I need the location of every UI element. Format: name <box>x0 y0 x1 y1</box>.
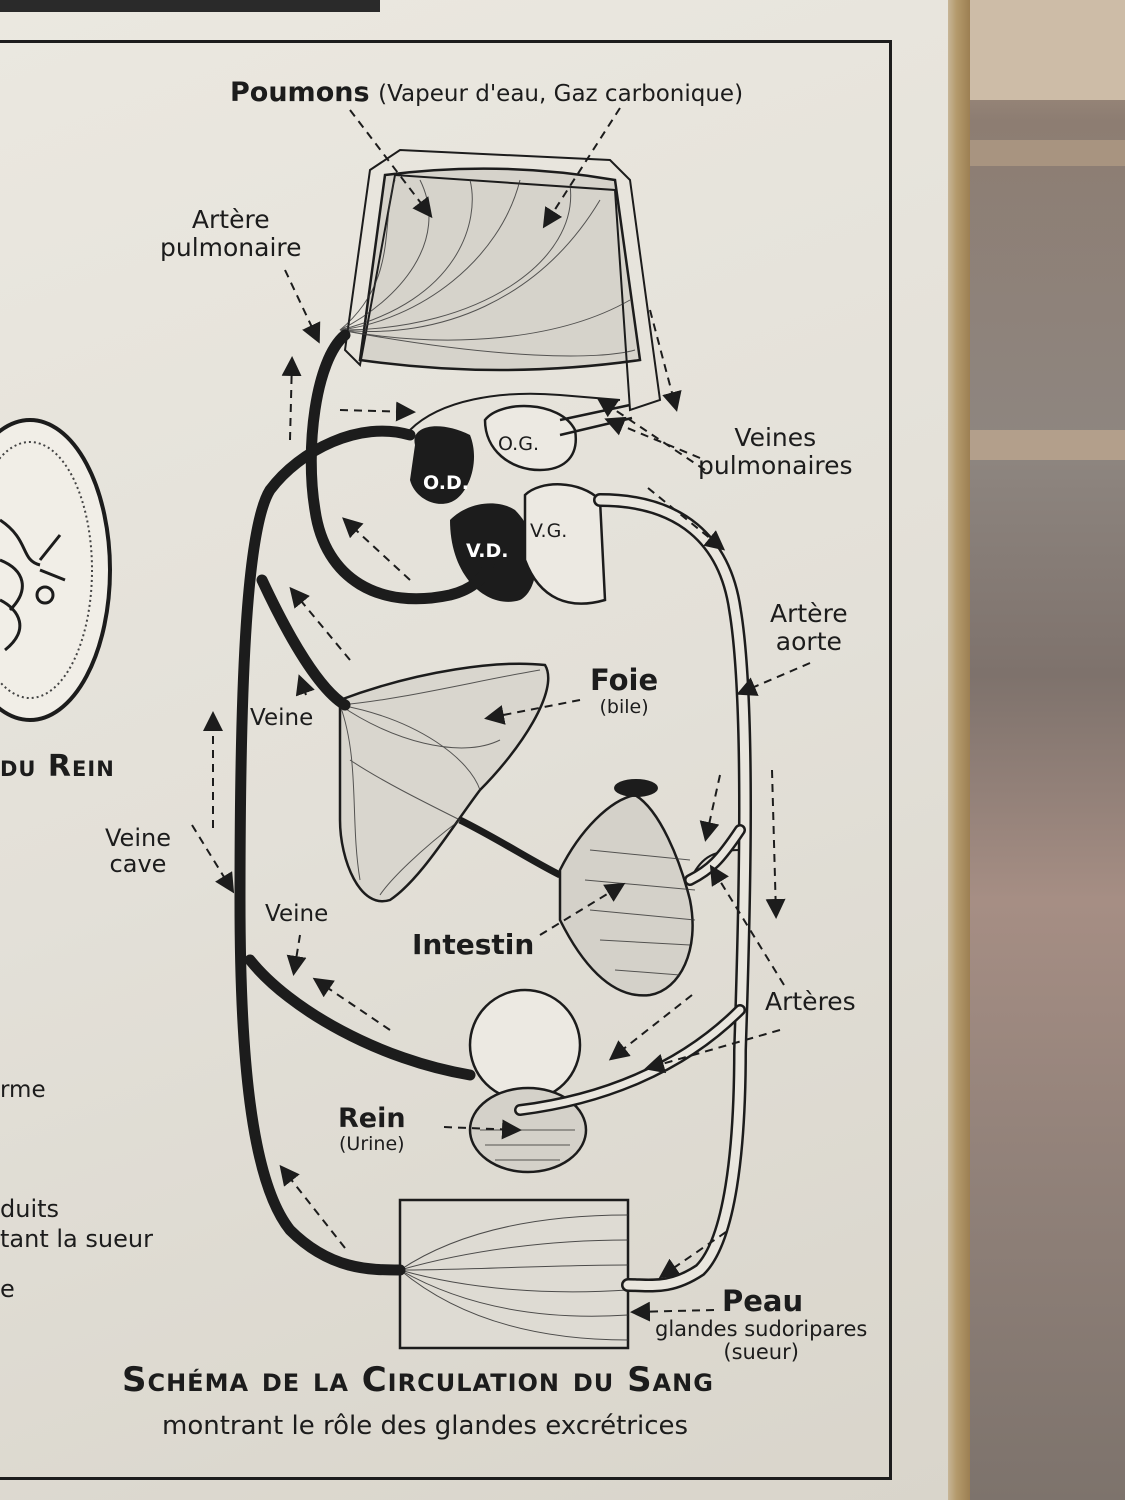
left-text-fragment-4: e <box>0 1275 15 1303</box>
intestine-illustration <box>558 779 741 997</box>
left-text-fragment-3: tant la sueur <box>0 1225 153 1253</box>
poster-frame <box>0 40 892 1480</box>
left-ventricle-label: V.G. <box>530 520 568 542</box>
liver-detail: (bile) <box>599 695 649 718</box>
wall-trim-top <box>965 0 1125 100</box>
vein-upper-label: Veine <box>250 705 314 731</box>
vein-lower-label: Veine <box>265 901 329 927</box>
skin-detail-line2: (sueur) <box>723 1340 799 1365</box>
left-atrium-label: O.G. <box>498 433 539 455</box>
aorta-label-line1: Artère <box>770 599 848 628</box>
aorta-label: Artère aorte <box>770 600 848 655</box>
lungs-detail: (Vapeur d'eau, Gaz carbonique) <box>378 81 744 107</box>
poster: Poumons (Vapeur d'eau, Gaz carbonique) A… <box>0 0 948 1500</box>
skin-illustration <box>398 1198 630 1350</box>
pulmonary-artery-label: Artère pulmonaire <box>160 206 302 261</box>
pulmonary-artery-label-line2: pulmonaire <box>160 232 302 262</box>
leader-lines <box>191 107 811 1322</box>
vena-cava-label-line2: cave <box>109 850 167 879</box>
vena-cava-label-line1: Veine <box>105 824 171 852</box>
skin-name: Peau <box>722 1284 804 1318</box>
aorta-label-line2: aorte <box>775 626 842 656</box>
pulmonary-artery-label-line1: Artère <box>191 205 270 234</box>
kidney-label: Rein (Urine) <box>338 1104 406 1155</box>
liver-label: Foie (bile) <box>590 663 659 718</box>
lungs-name: Poumons <box>230 77 370 108</box>
lungs-label-group: Poumons (Vapeur d'eau, Gaz carbonique) <box>230 78 743 108</box>
arteries-label: Artères <box>765 987 856 1016</box>
heart-illustration <box>409 392 633 605</box>
pulmonary-veins-label-line1: Veines <box>734 423 817 452</box>
right-ventricle-label: V.D. <box>466 540 509 562</box>
diagram-subtitle: montrant le rôle des glandes excrétrices <box>162 1411 689 1441</box>
wall-ledge-upper <box>965 140 1125 166</box>
kidney-section-title: du Rein <box>0 749 115 784</box>
pulmonary-veins-label: Veines pulmonaires <box>698 424 853 479</box>
liver-illustration <box>338 662 562 903</box>
marble-wall <box>965 0 1125 1500</box>
lungs-illustration <box>339 148 662 412</box>
skin-detail-line1: glandes sudoripares <box>655 1317 868 1341</box>
diagram-title: Schéma de la Circulation du Sang <box>122 1360 714 1400</box>
vena-cava-label: Veine cave <box>105 825 171 878</box>
intestine-label: Intestin <box>412 928 535 961</box>
skin-detail: glandes sudoripares (sueur) <box>655 1317 868 1365</box>
poster-top-title-fragment <box>0 0 380 12</box>
left-text-fragment-1: rme <box>0 1077 46 1103</box>
circulation-diagram <box>0 107 811 1350</box>
liver-name: Foie <box>590 663 659 697</box>
wall-ledge-lower <box>965 430 1125 460</box>
kidney-name: Rein <box>338 1103 406 1134</box>
kidney-illustration <box>468 988 588 1174</box>
arterial-vessels <box>514 493 752 1293</box>
left-text-fragment-2: duits <box>0 1195 60 1223</box>
kidney-detail: (Urine) <box>339 1132 405 1155</box>
venous-vessels <box>234 329 496 1276</box>
kidney-section-illustration <box>0 418 112 722</box>
pulmonary-veins-label-line2: pulmonaires <box>698 450 853 480</box>
right-atrium-label: O.D. <box>423 472 469 494</box>
